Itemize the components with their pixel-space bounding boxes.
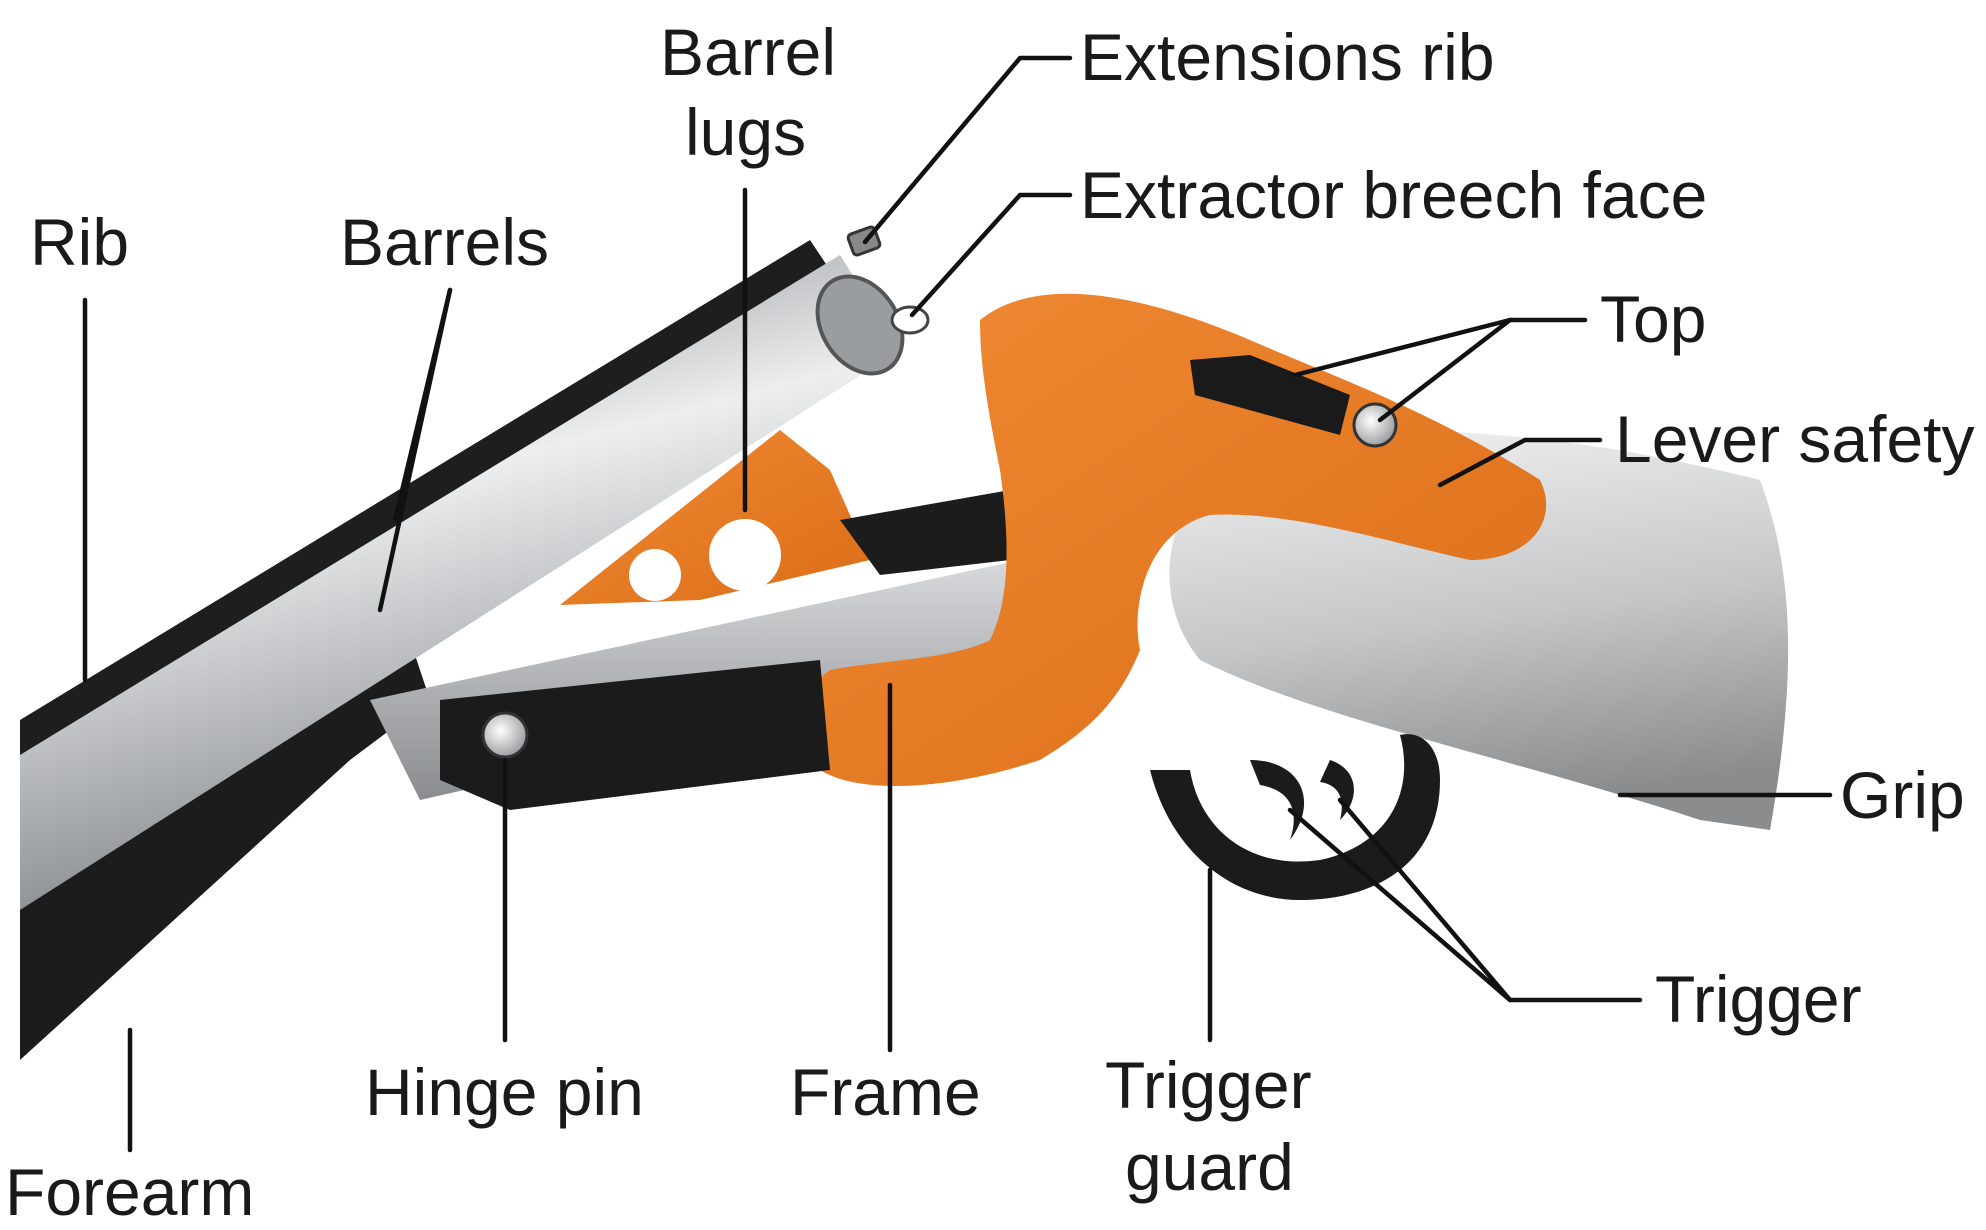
barrel-lug-hole-2 bbox=[709, 519, 781, 591]
leader-lines bbox=[82, 55, 1833, 1153]
label-trigger-guard-line2: guard bbox=[1125, 1130, 1294, 1204]
trigger-leader-1 bbox=[1287, 807, 1643, 1003]
hinge-plate-shape bbox=[440, 660, 830, 810]
label-trigger-guard-line1: Trigger bbox=[1105, 1048, 1312, 1122]
label-barrel-lugs-line2: lugs bbox=[685, 95, 806, 169]
hinge-pin-shape bbox=[481, 711, 529, 759]
label-frame: Frame bbox=[790, 1055, 981, 1129]
label-lever-safety: Lever safety bbox=[1615, 402, 1975, 476]
lever-safety-leader bbox=[1437, 437, 1603, 488]
top-lever-shape bbox=[1190, 355, 1350, 435]
trigger-leader-2 bbox=[1337, 797, 1513, 1003]
top-leader-2 bbox=[1377, 317, 1513, 423]
label-trigger: Trigger bbox=[1655, 962, 1862, 1036]
rib-shape bbox=[20, 240, 830, 760]
top-leader-1 bbox=[1292, 317, 1588, 378]
label-rib: Rib bbox=[30, 205, 129, 279]
barrels-leader-2 bbox=[377, 287, 453, 613]
extractor-breech-face-leader bbox=[909, 192, 1073, 318]
label-extensions-rib: Extensions rib bbox=[1080, 20, 1495, 94]
trigger-guard-shape bbox=[1150, 734, 1440, 900]
labels: Rib Barrels Barrel lugs Extensions rib E… bbox=[5, 15, 1975, 1229]
barrel-muzzle-opening bbox=[815, 274, 905, 376]
label-top: Top bbox=[1600, 282, 1706, 356]
label-grip: Grip bbox=[1840, 758, 1965, 832]
extensions-rib-leader bbox=[862, 55, 1073, 245]
barrel-lug-hole-1 bbox=[629, 549, 681, 601]
label-extractor-breech-face: Extractor breech face bbox=[1080, 158, 1707, 232]
label-barrel-lugs-line1: Barrel bbox=[660, 15, 836, 89]
stock-shape bbox=[1169, 431, 1789, 830]
label-forearm: Forearm bbox=[5, 1155, 254, 1229]
barrels-shape bbox=[20, 255, 900, 910]
forearm-shape bbox=[20, 610, 430, 1060]
label-barrels: Barrels bbox=[340, 205, 549, 279]
extension-bar-shape bbox=[840, 490, 1010, 575]
label-hinge-pin: Hinge pin bbox=[365, 1055, 644, 1129]
trigger-shape bbox=[1250, 760, 1305, 840]
extractor-part bbox=[890, 305, 930, 335]
shotgun-illustration bbox=[20, 225, 1789, 1060]
